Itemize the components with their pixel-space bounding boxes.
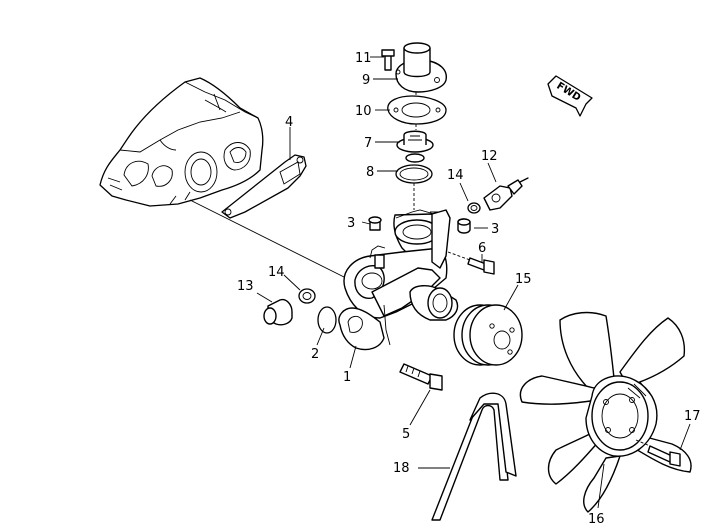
callouts: 11 9 10 7 8 4 12 14 3 3 6 14 13 15 2 1 5… <box>237 51 701 525</box>
cooling-fan <box>519 311 692 513</box>
bolt-17 <box>635 439 681 467</box>
callout-3-right: 3 <box>491 222 499 237</box>
callout-12: 12 <box>481 149 498 164</box>
washer-14-left <box>298 288 316 304</box>
temperature-sensor <box>483 177 529 211</box>
callout-8: 8 <box>366 165 374 180</box>
callout-5: 5 <box>402 427 410 442</box>
callout-4: 4 <box>285 115 293 130</box>
pulley-15 <box>453 304 523 366</box>
callout-18: 18 <box>393 461 410 476</box>
callout-9: 9 <box>362 73 370 88</box>
v-belt <box>431 392 517 521</box>
callout-7: 7 <box>364 136 372 151</box>
pump-bracket <box>431 209 451 269</box>
gasket-10 <box>387 95 447 125</box>
callout-2: 2 <box>311 347 319 362</box>
plug-3-top <box>368 216 382 231</box>
callout-14-right: 14 <box>447 168 464 183</box>
callout-14-left: 14 <box>268 265 285 280</box>
callout-6: 6 <box>478 241 486 256</box>
leader-lines <box>256 56 691 509</box>
callout-17: 17 <box>684 409 701 424</box>
callout-10: 10 <box>355 104 372 119</box>
callout-3-top: 3 <box>347 216 355 231</box>
engine-block <box>99 77 264 207</box>
callout-1: 1 <box>343 370 351 385</box>
forward-arrow-icon: FWD <box>547 75 593 117</box>
bolt-11 <box>381 49 395 71</box>
plug-13 <box>263 298 293 326</box>
plug-3-right <box>457 218 471 234</box>
bolt-5 <box>399 363 443 391</box>
callout-13: 13 <box>237 279 254 294</box>
gasket-4 <box>221 154 307 219</box>
thermostat <box>396 130 434 163</box>
center-axis <box>413 92 417 210</box>
alignment-line <box>189 199 361 286</box>
bolt-6 <box>447 251 495 275</box>
washer-14-right <box>467 202 481 214</box>
callout-11: 11 <box>355 51 372 66</box>
callout-15: 15 <box>515 272 532 287</box>
o-ring-2 <box>317 306 337 334</box>
thermostat-cover <box>395 42 447 93</box>
callout-16: 16 <box>588 512 605 525</box>
